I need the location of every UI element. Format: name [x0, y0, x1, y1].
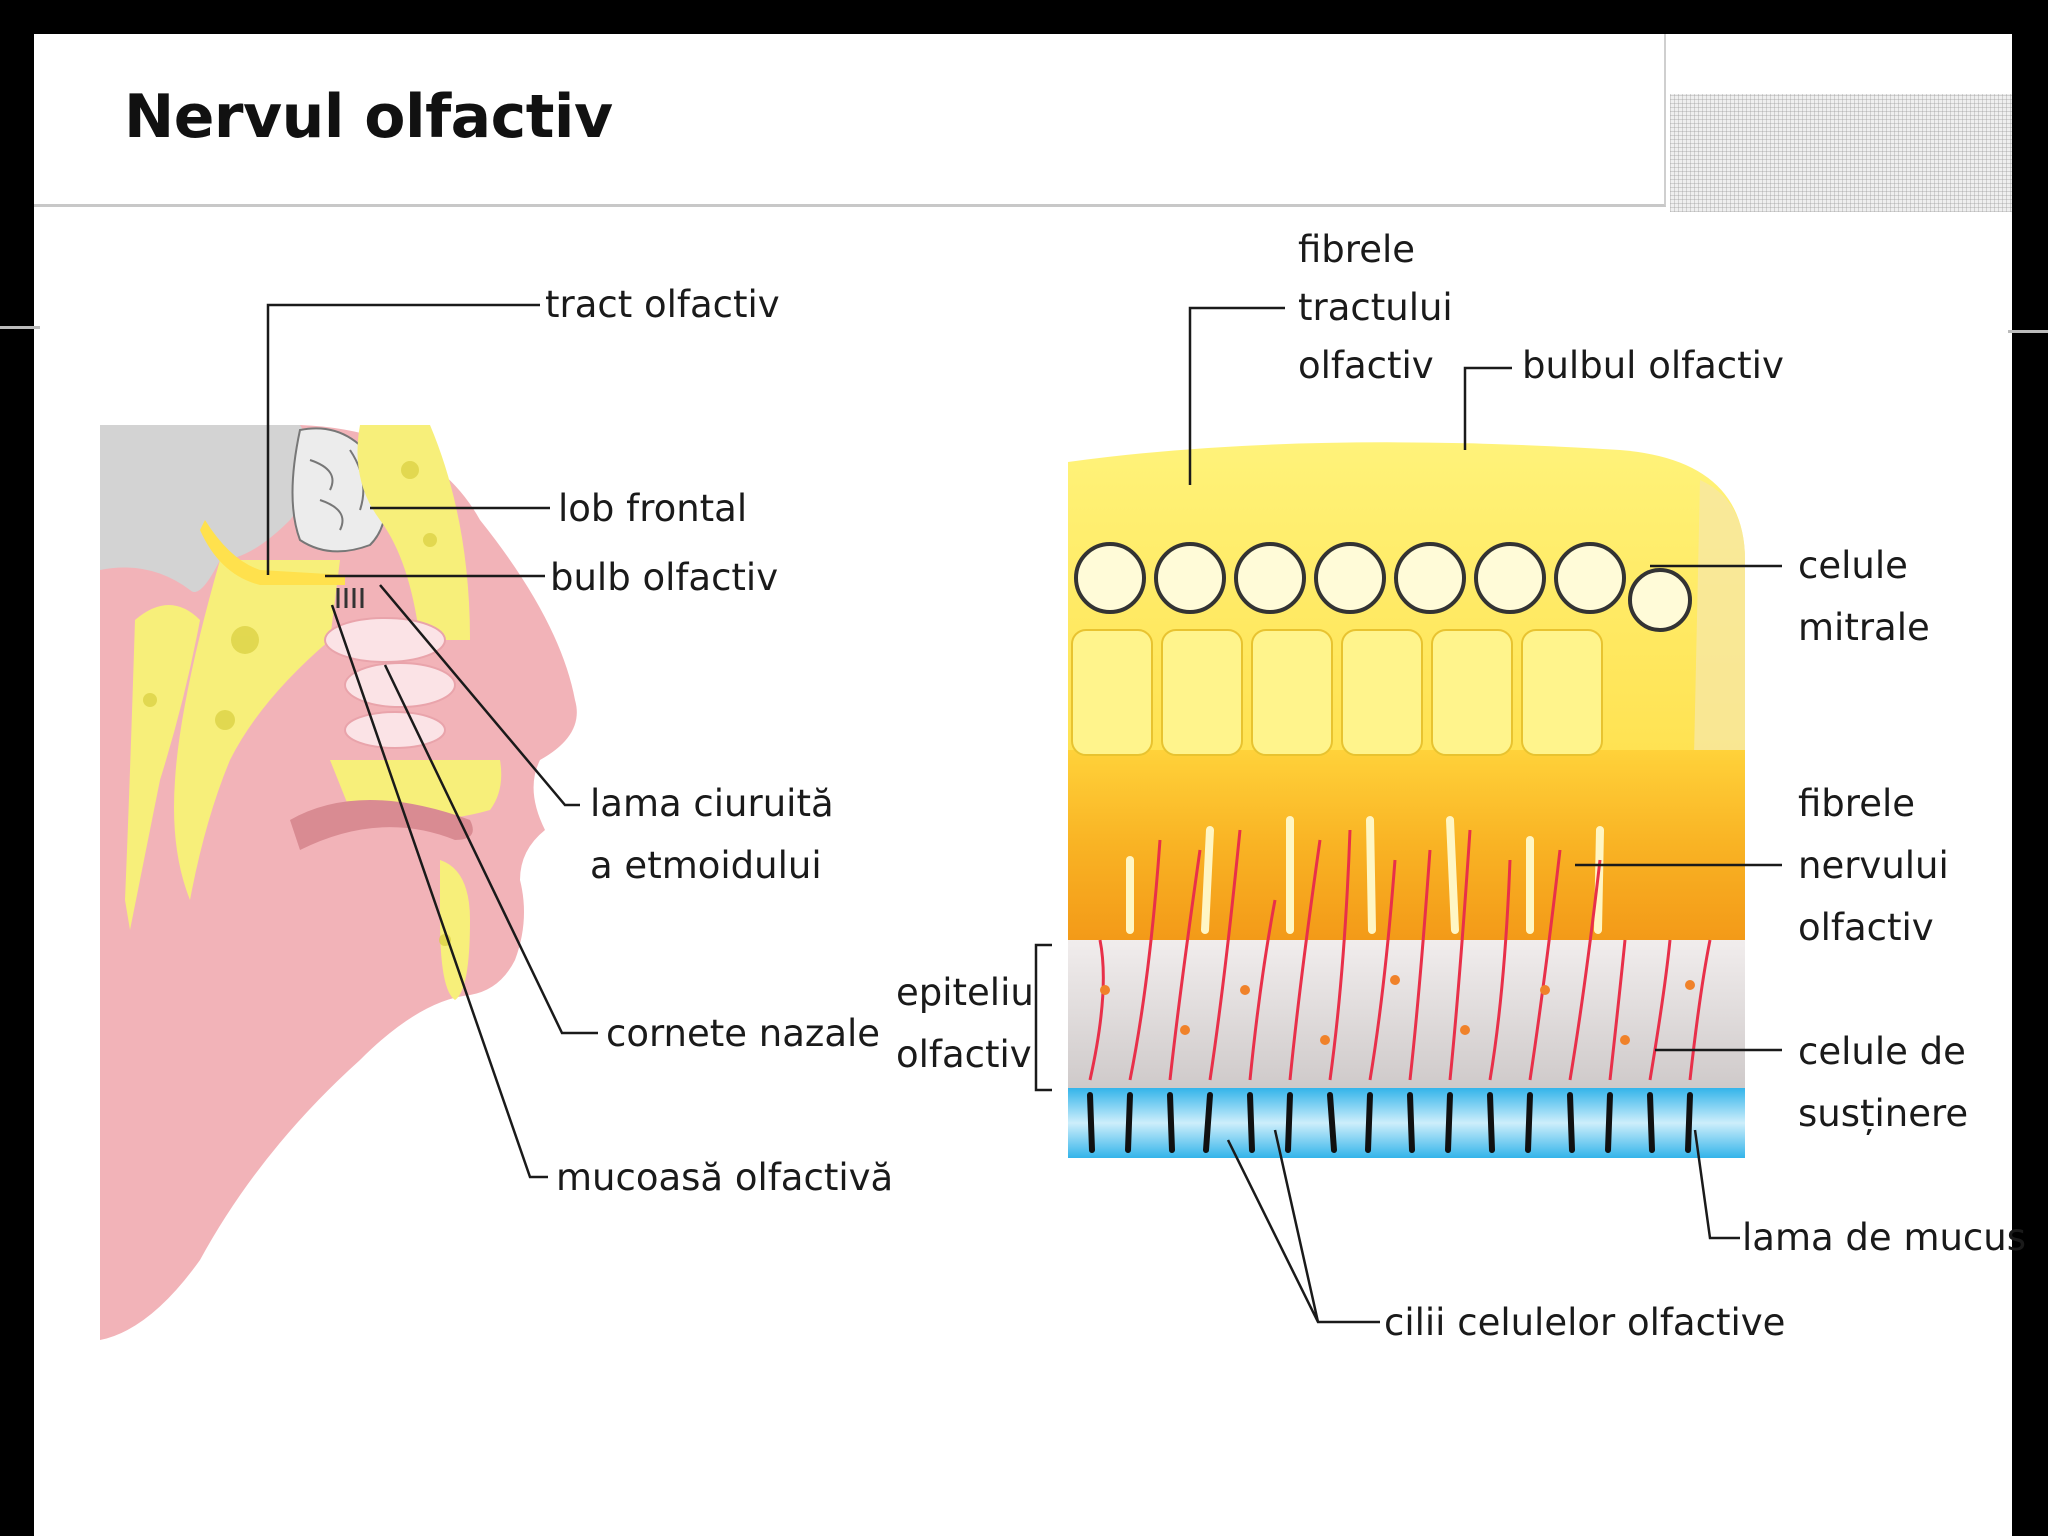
label-celule-de: celule de: [1798, 1030, 1966, 1073]
oral-cavity: [290, 800, 473, 850]
divider-left: [0, 326, 40, 329]
bone-texture: [143, 461, 451, 946]
epithelium-layer: [1068, 940, 1745, 1088]
epithelium-bracket: [1034, 943, 1052, 1092]
label-epiteliu: epiteliu: [896, 971, 1034, 1014]
olfactory-receptor-cells: [1088, 829, 1712, 1081]
label-mitrale: mitrale: [1798, 606, 1930, 649]
mitral-cells: [1074, 542, 1692, 632]
label-fibrele-nervului-1: fibrele: [1798, 782, 1915, 825]
label-fibrele-tractului-2: tractului: [1298, 286, 1453, 329]
label-tract-olfactiv: tract olfactiv: [545, 283, 780, 326]
olfactory-tract: [200, 520, 345, 585]
label-fibrele-nervului-3: olfactiv: [1798, 906, 1934, 949]
brain-area: [100, 425, 313, 592]
olfactory-block: [1034, 306, 1782, 1324]
leader-fibrele-tractului: [1188, 306, 1285, 485]
cilia: [1087, 1092, 1693, 1153]
label-epiteliu-olfactiv: olfactiv: [896, 1033, 1032, 1076]
orange-layer: [1068, 750, 1745, 940]
leader-bulbul: [1463, 366, 1512, 450]
leader-mucoasa: [330, 604, 548, 1179]
slide-edge-right: [2026, 34, 2048, 324]
jaw-bone: [440, 860, 470, 1000]
label-bulbul-olfactiv: bulbul olfactiv: [1522, 344, 1784, 387]
leader-lama: [379, 584, 580, 807]
cell-nuclei: [1100, 975, 1695, 1045]
label-sustinere: susținere: [1798, 1092, 1968, 1135]
label-lama-de-mucus: lama de mucus: [1742, 1216, 2026, 1259]
divider-right: [2008, 330, 2048, 333]
label-cilii: cilii celulelor olfactive: [1384, 1301, 1785, 1344]
label-bulb-olfactiv: bulb olfactiv: [550, 556, 778, 599]
label-celule: celule: [1798, 544, 1908, 587]
slide-title: Nervul olfactiv: [124, 82, 613, 152]
head-section: [100, 303, 598, 1340]
label-cornete-nazale: cornete nazale: [606, 1012, 880, 1055]
olfactory-bulb-fibers: [336, 588, 364, 608]
leader-lama-mucus: [1693, 1129, 1740, 1240]
slide-edge-left: [0, 34, 34, 324]
nerve-fibres: [1126, 816, 1604, 934]
label-lama-ciuruita: lama ciuruită: [590, 782, 834, 825]
mucus-layer: [1068, 1088, 1745, 1158]
label-fibrele-tractului-1: fibrele: [1298, 228, 1415, 271]
title-band: Nervul olfactiv: [34, 34, 1666, 207]
label-lob-frontal: lob frontal: [558, 487, 747, 530]
skull-bone: [357, 425, 470, 640]
maxilla-bone: [125, 605, 200, 930]
columnar-cells: [1071, 629, 1603, 756]
leader-cornete: [383, 664, 598, 1035]
label-mucoasa-olfactiva: mucoasă olfactivă: [556, 1156, 893, 1199]
label-fibrele-tractului-3: olfactiv: [1298, 344, 1434, 387]
title-decorative-pattern: [1670, 94, 2012, 212]
leader-tract: [266, 303, 540, 575]
ethmoid-bone: [174, 560, 340, 900]
label-fibrele-nervului-2: nervului: [1798, 844, 1949, 887]
label-a-etmoidului: a etmoidului: [590, 844, 822, 887]
leader-cilii: [1226, 1129, 1380, 1324]
